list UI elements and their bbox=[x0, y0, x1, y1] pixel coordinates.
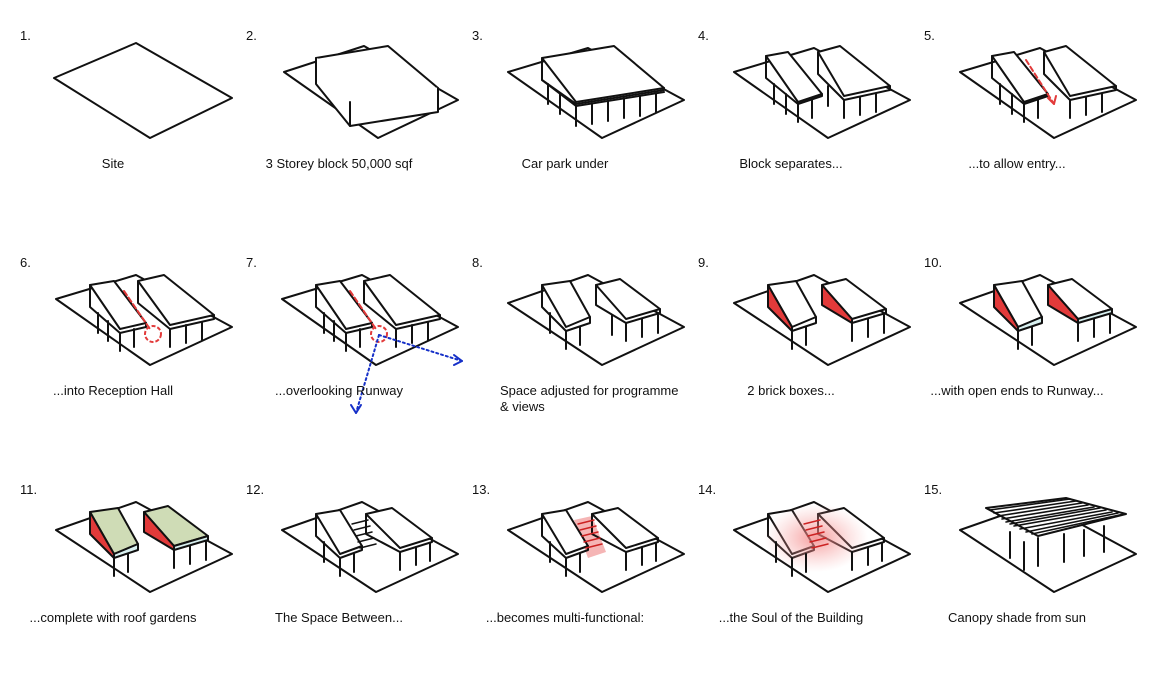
step-caption: 2 brick boxes... bbox=[747, 383, 835, 398]
step-7: 7. ...overlooking Runway bbox=[226, 227, 463, 452]
roof-gardens-sketch bbox=[55, 501, 233, 593]
multi-functional-sketch bbox=[507, 501, 685, 593]
step-13: 13. ...becomes multi-functional: bbox=[452, 454, 685, 679]
step-caption: The Space Between... bbox=[275, 610, 403, 625]
step-number: 2. bbox=[246, 28, 257, 43]
step-14: 14. ...t bbox=[678, 454, 911, 679]
step-number: 8. bbox=[472, 255, 483, 270]
step-4: 4. Block separates... bbox=[678, 0, 911, 225]
step-number: 5. bbox=[924, 28, 935, 43]
step-caption: ...complete with roof gardens bbox=[29, 610, 197, 625]
step-5: 5. ...to allow entry... bbox=[904, 0, 1137, 225]
space-between-sketch bbox=[281, 501, 459, 593]
step-caption: 3 Storey block 50,000 sqf bbox=[265, 156, 413, 171]
step-caption: Block separates... bbox=[739, 156, 843, 171]
step-number: 10. bbox=[924, 255, 943, 270]
step-number: 12. bbox=[246, 482, 265, 497]
step-caption: ...into Reception Hall bbox=[53, 383, 173, 398]
step-11: 11. ...complete with roof gardens bbox=[0, 454, 233, 679]
step-number: 14. bbox=[698, 482, 717, 497]
step-2: 2. 3 Storey block 50,000 sqf bbox=[226, 0, 459, 225]
step-number: 11. bbox=[20, 482, 38, 497]
step-number: 6. bbox=[20, 255, 31, 270]
space-adjusted-sketch bbox=[507, 274, 685, 366]
allow-entry-sketch bbox=[959, 45, 1137, 139]
block-separates-sketch bbox=[733, 45, 911, 139]
step-number: 9. bbox=[698, 255, 709, 270]
car-park-sketch bbox=[507, 45, 685, 139]
open-ends-sketch bbox=[959, 274, 1137, 366]
soul-of-building-sketch bbox=[733, 501, 911, 593]
step-caption: ...to allow entry... bbox=[968, 156, 1066, 171]
step-6: 6. ...into Reception Hall bbox=[0, 227, 233, 452]
overlooking-runway-sketch bbox=[281, 274, 463, 414]
step-8: 8. Space adjusted for programme & views bbox=[452, 227, 685, 452]
step-number: 15. bbox=[924, 482, 943, 497]
reception-hall-sketch bbox=[55, 274, 233, 366]
step-caption: ...with open ends to Runway... bbox=[930, 383, 1104, 398]
step-10: 10. ...with open ends to Runway... bbox=[904, 227, 1137, 452]
step-caption: ...the Soul of the Building bbox=[718, 610, 864, 625]
step-1: 1. Site bbox=[0, 0, 233, 225]
step-12: 12. The Space Between... bbox=[226, 454, 459, 679]
step-caption: Canopy shade from sun bbox=[947, 610, 1087, 625]
step-caption: Car park under bbox=[521, 156, 609, 171]
step-15: 15. Canopy shade from sun bbox=[904, 454, 1137, 679]
step-9: 9. 2 brick boxes... bbox=[678, 227, 911, 452]
step-3: 3. Car park under bbox=[452, 0, 685, 225]
step-number: 3. bbox=[472, 28, 483, 43]
canopy-sketch bbox=[959, 497, 1137, 593]
step-caption: ...becomes multi-functional: bbox=[485, 610, 645, 625]
brick-boxes-sketch bbox=[733, 274, 911, 366]
step-caption: Site bbox=[101, 156, 125, 171]
step-number: 1. bbox=[20, 28, 31, 43]
step-caption: ...overlooking Runway bbox=[275, 383, 403, 398]
storey-block-sketch bbox=[283, 45, 459, 139]
step-caption: Space adjusted for programme & views bbox=[500, 383, 679, 414]
site-sketch bbox=[53, 42, 233, 139]
step-number: 4. bbox=[698, 28, 709, 43]
massing-diagram-sequence: 1. Site 2. 3 Storey block 50,000 sqf 3. bbox=[0, 0, 1137, 625]
step-number: 13. bbox=[472, 482, 491, 497]
step-number: 7. bbox=[246, 255, 257, 270]
